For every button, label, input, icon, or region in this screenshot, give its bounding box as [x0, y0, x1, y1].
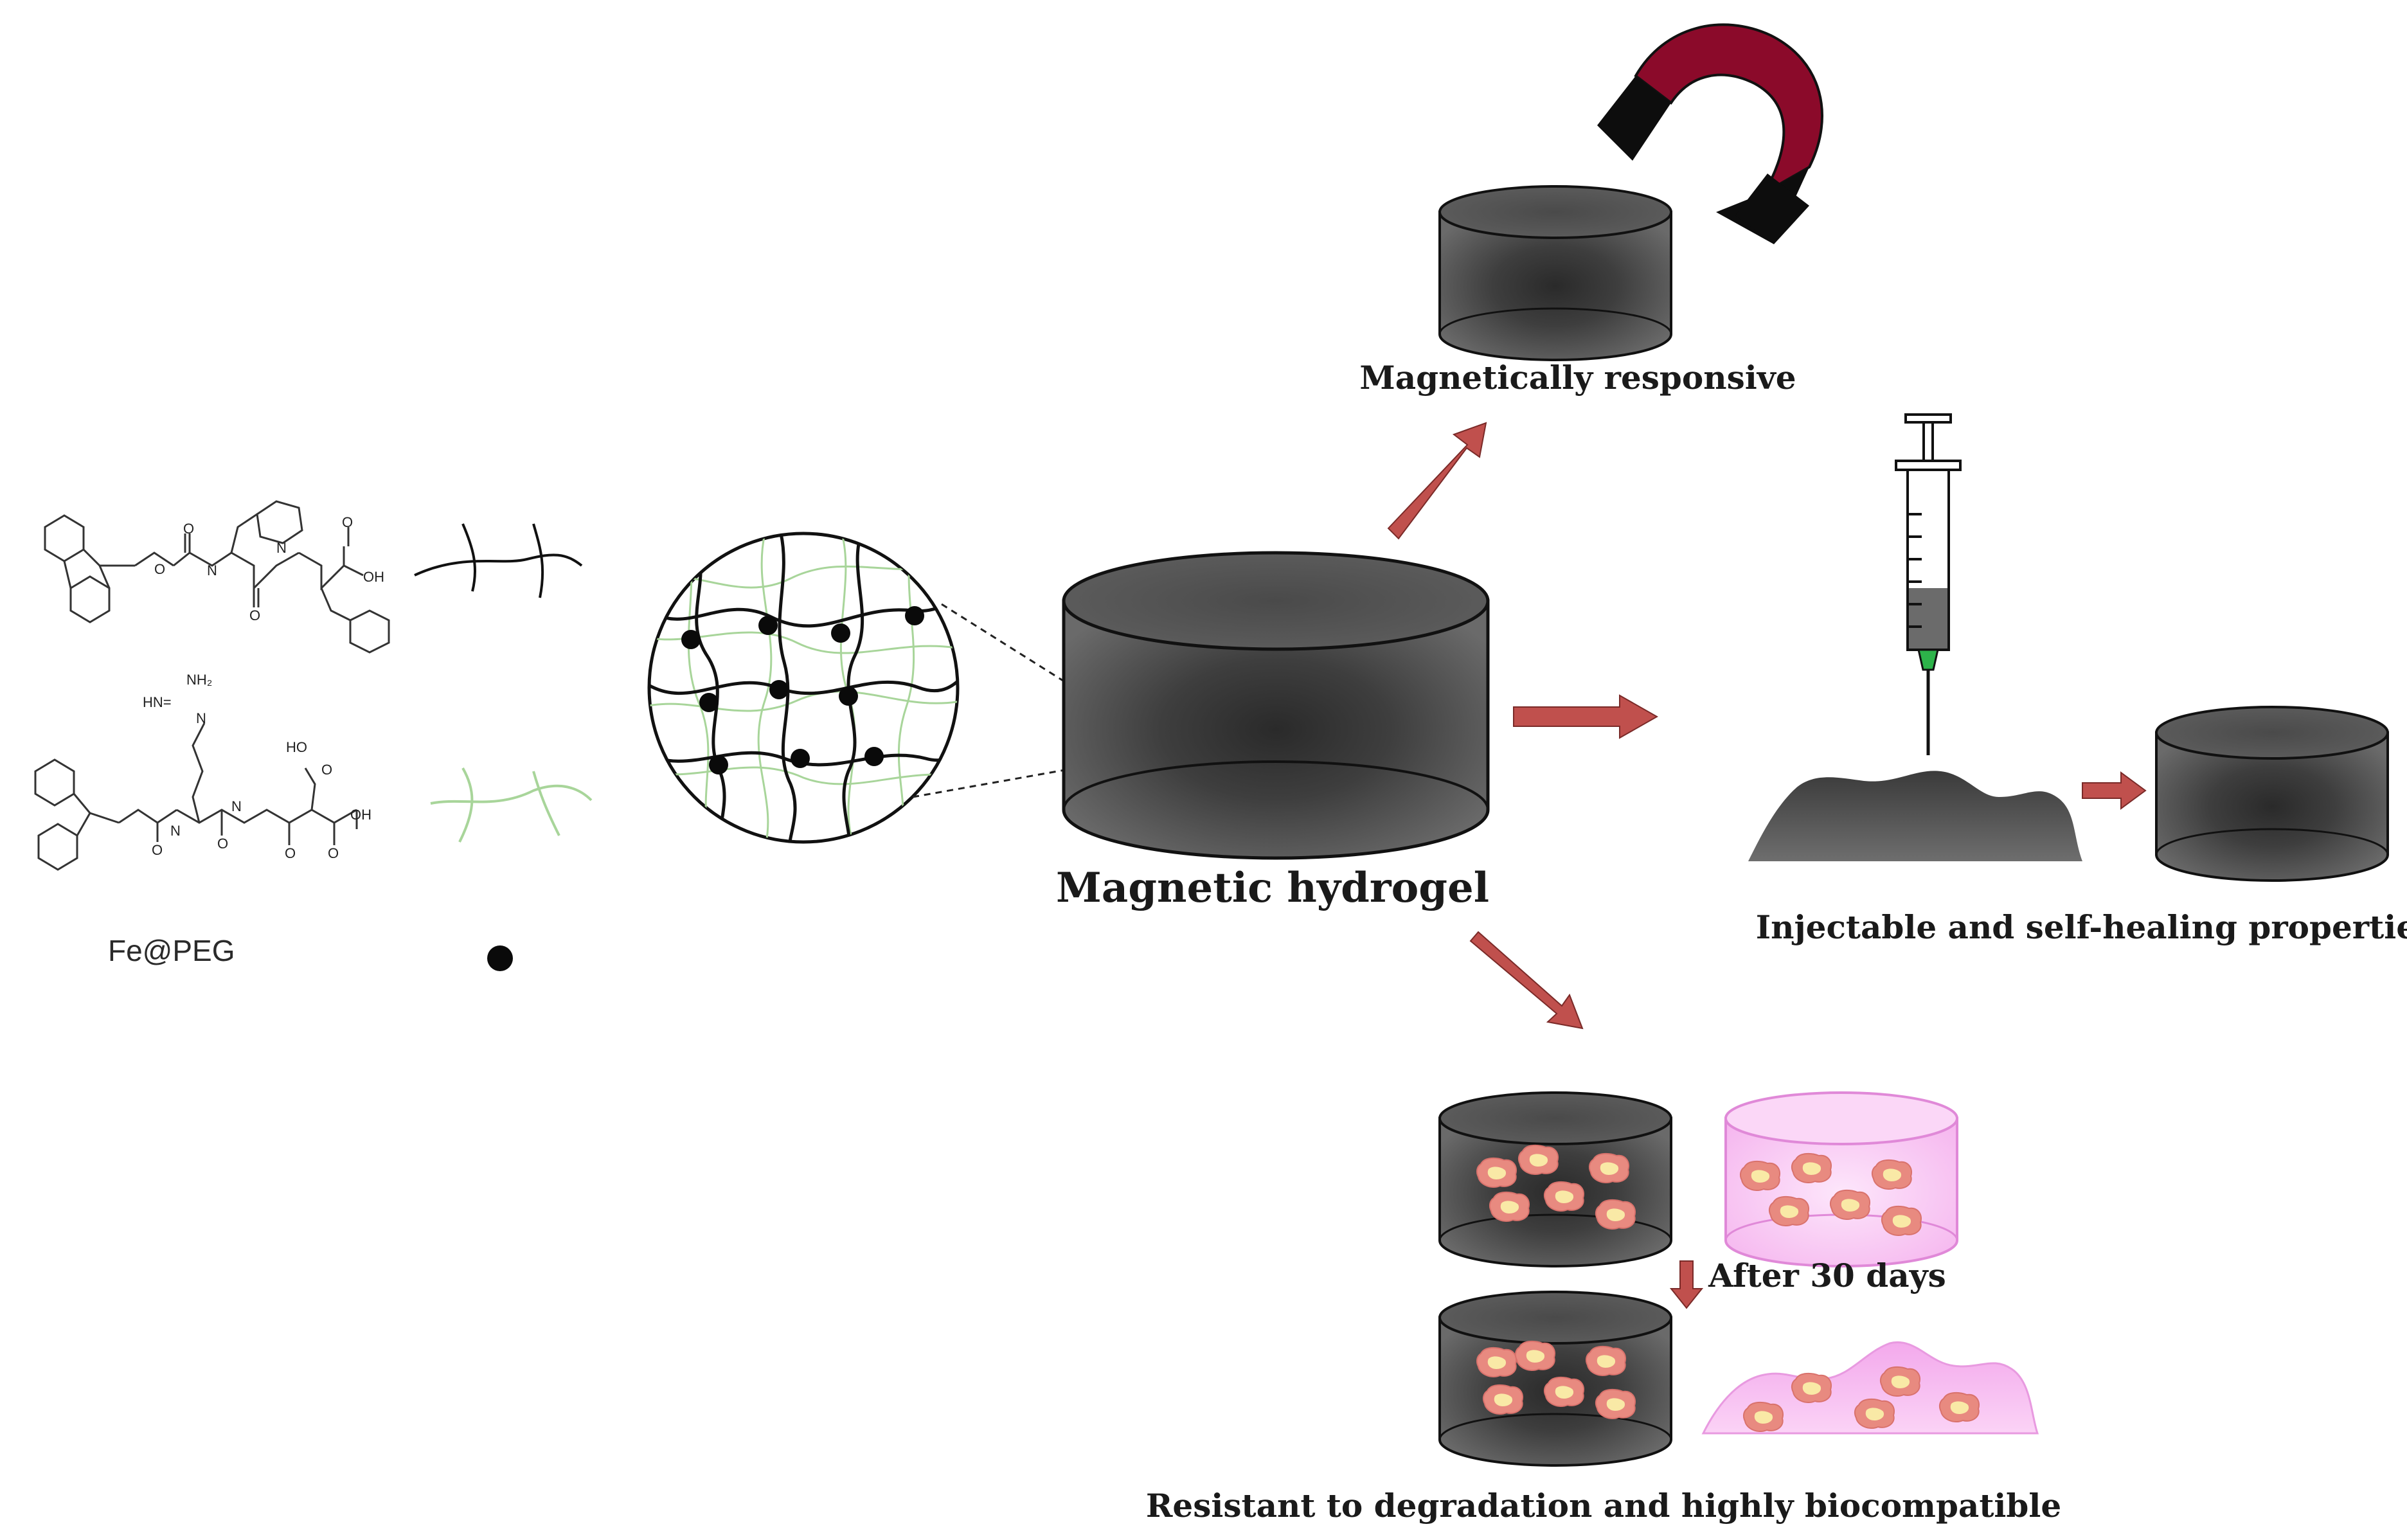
green-strand-icon: [430, 767, 593, 843]
nanoparticle-dots: [681, 606, 924, 774]
fmoc-ff-atom-labels: O O N O N O OH: [154, 514, 384, 623]
magnetic-response-cylinder: [1438, 185, 1672, 361]
arrow-to-biocompatible: [1469, 931, 1584, 1030]
after-30-days-label: After 30 days: [1708, 1257, 1946, 1294]
atom-label: O: [342, 514, 353, 530]
magnetically-responsive-label: Magnetically responsive: [1359, 359, 1796, 397]
network-circle-icon: [647, 532, 960, 844]
syringe-icon: [1895, 413, 1962, 755]
atom-label: O: [285, 845, 296, 861]
atom-label: O: [183, 521, 194, 537]
arrow-to-injectable: [1513, 694, 1659, 739]
fmoc-rgd-atom-labels: NH₂ HN= N O N O N O HO O O OH: [143, 672, 371, 861]
healed-cylinder: [2155, 706, 2389, 882]
injectable-label: Injectable and self-healing properties: [1756, 908, 2407, 946]
atom-label: N: [231, 798, 242, 814]
nanoparticle-dot-icon: [487, 945, 513, 971]
atom-label: NH₂: [186, 672, 212, 688]
atom-label: OH: [350, 807, 371, 823]
atom-label: N: [207, 562, 217, 578]
atom-label: HN=: [143, 694, 172, 710]
atom-label: O: [217, 836, 228, 852]
cells-pink-gel-before: [1724, 1091, 1958, 1267]
cells-hydrogel-before: [1438, 1091, 1672, 1267]
fmoc-ff-structure: [44, 500, 390, 654]
atom-label: O: [328, 845, 339, 861]
black-strand-crosslink: [461, 523, 544, 598]
atom-label: HO: [286, 739, 307, 755]
magnet-icon: [1597, 23, 1823, 244]
atom-label: O: [321, 762, 332, 778]
black-strand-icon: [414, 553, 583, 577]
atom-label: N: [170, 823, 181, 839]
magnetic-hydrogel-label: Magnetic hydrogel: [1056, 864, 1489, 912]
arrow-to-magnetic: [1387, 422, 1487, 540]
hydrogel-cylinder-icon: [1062, 551, 1490, 860]
fmoc-rgd-structure: [34, 722, 358, 871]
atom-label: N: [276, 540, 287, 556]
atom-label: O: [249, 607, 260, 623]
resistant-biocompatible-label: Resistant to degradation and highly bioc…: [1146, 1487, 2061, 1525]
fe-peg-label: Fe@PEG: [108, 934, 235, 967]
atom-label: OH: [363, 569, 384, 585]
arrow-after-30-days: [1669, 1260, 1704, 1309]
arrow-self-healing: [2082, 771, 2147, 810]
atom-label: O: [154, 561, 165, 577]
atom-label: O: [152, 842, 163, 858]
cells-degraded-pink-gel: [1701, 1341, 2039, 1435]
atom-label: N: [196, 710, 206, 726]
cells-hydrogel-after: [1438, 1291, 1672, 1467]
injected-gel-mound: [1748, 771, 2082, 861]
